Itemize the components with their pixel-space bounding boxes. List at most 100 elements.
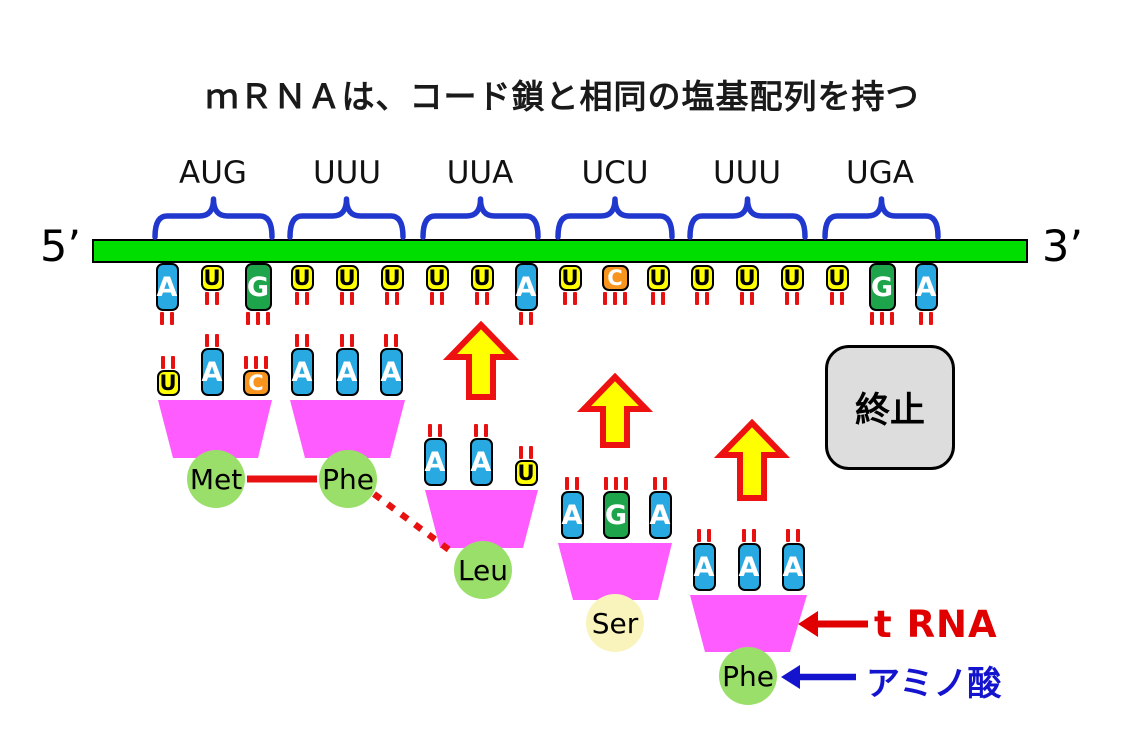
codon-brace [555, 196, 675, 240]
bond-tick [613, 292, 617, 305]
base-A: A [648, 477, 672, 539]
base-letter: A [156, 271, 178, 303]
base-letter: U [203, 266, 221, 290]
base-U: U [735, 265, 759, 305]
hydrogen-bond-ticks [653, 477, 667, 490]
base-letter: C [248, 371, 264, 395]
base-letter: C [607, 266, 623, 290]
bond-tick [565, 477, 569, 490]
hydrogen-bond-ticks [697, 529, 711, 542]
hydrogen-bond-ticks [603, 292, 627, 305]
base-A: A [560, 477, 584, 539]
base-G: G [868, 263, 896, 325]
amino-acid-phe: Phe [719, 647, 777, 705]
bond-tick [661, 292, 665, 305]
bond-tick [786, 529, 790, 542]
hydrogen-bond-ticks [384, 334, 398, 347]
codon-label-UUU: UUU [712, 155, 782, 191]
bond-tick [205, 292, 209, 305]
hydrogen-bond-ticks [205, 292, 219, 305]
bond-tick [840, 292, 844, 305]
bond-tick [161, 356, 165, 369]
trna-body [690, 595, 807, 652]
codon-label-AUG: AUG [179, 155, 247, 191]
base-A: A [692, 529, 716, 591]
bond-tick [350, 292, 354, 305]
base-letter: U [649, 266, 667, 290]
hydrogen-bond-ticks [604, 477, 628, 490]
base-letter: U [783, 266, 801, 290]
bond-tick [705, 292, 709, 305]
hydrogen-bond-ticks [161, 356, 175, 369]
stop-codon-box: 終止 [825, 345, 955, 470]
base-letter: A [470, 446, 492, 478]
bond-tick [653, 477, 657, 490]
codon-label-UGA: UGA [846, 155, 914, 191]
bond-tick [428, 424, 432, 437]
hydrogen-bond-ticks [295, 292, 309, 305]
base-letter: A [561, 499, 583, 531]
hydrogen-bond-ticks [870, 312, 894, 325]
base-A: A [469, 424, 493, 486]
up-arrow [442, 320, 520, 400]
base-letter: A [649, 499, 671, 531]
bond-tick [475, 292, 479, 305]
bond-tick [603, 292, 607, 305]
bond-tick [529, 446, 533, 459]
bond-tick [796, 529, 800, 542]
amino-acid-ser: Ser [586, 594, 644, 652]
base-U: U [646, 265, 670, 305]
base-U: U [156, 356, 180, 396]
base-A: A [290, 334, 314, 396]
base-A: A [423, 424, 447, 486]
codon-brace [287, 196, 406, 240]
hydrogen-bond-ticks [651, 292, 665, 305]
hydrogen-bond-ticks [430, 292, 444, 305]
five-prime-label: 5’ [40, 222, 82, 272]
base-letter: U [293, 266, 311, 290]
base-letter: U [828, 266, 846, 290]
bond-tick [440, 292, 444, 305]
base-C: C [242, 356, 270, 396]
bond-tick [474, 424, 478, 437]
bond-tick [340, 292, 344, 305]
codon-label-UUU: UUU [312, 155, 382, 191]
amino-pointer-arrow-head [781, 665, 800, 689]
bond-tick [246, 312, 250, 325]
hydrogen-bond-ticks [786, 529, 800, 542]
bond-tick [340, 334, 344, 347]
bond-tick [264, 356, 268, 369]
page-title: ｍＲＮＡは、コード鎖と相同の塩基配列を持つ [205, 77, 920, 116]
bond-tick [350, 334, 354, 347]
codon-label-UCU: UCU [581, 155, 649, 191]
base-letter: A [738, 551, 760, 583]
base-letter: U [473, 266, 491, 290]
bond-tick [484, 424, 488, 437]
hydrogen-bond-ticks [244, 356, 268, 369]
base-letter: G [870, 271, 894, 303]
base-letter: A [424, 446, 446, 478]
hydrogen-bond-ticks [340, 292, 354, 305]
base-A: A [200, 334, 224, 396]
base-U: U [825, 265, 849, 305]
bond-tick [742, 529, 746, 542]
base-letter: G [246, 271, 270, 303]
hydrogen-bond-ticks [830, 292, 844, 305]
three-prime-label: 3’ [1042, 222, 1084, 272]
base-G: G [244, 263, 272, 325]
base-letter: U [738, 266, 756, 290]
hydrogen-bond-ticks [519, 446, 533, 459]
base-U: U [514, 446, 538, 486]
bond-tick [695, 292, 699, 305]
hydrogen-bond-ticks [160, 312, 174, 325]
bond-tick [215, 292, 219, 305]
stop-codon-label: 終止 [854, 391, 925, 431]
trna-pointer-arrow-head [798, 611, 818, 637]
base-A: A [155, 263, 179, 325]
amino-acid-met: Met [187, 450, 245, 508]
base-A: A [379, 334, 403, 396]
trna-legend-label: t RNA [874, 603, 998, 646]
hydrogen-bond-ticks [295, 334, 309, 347]
base-letter: A [693, 551, 715, 583]
